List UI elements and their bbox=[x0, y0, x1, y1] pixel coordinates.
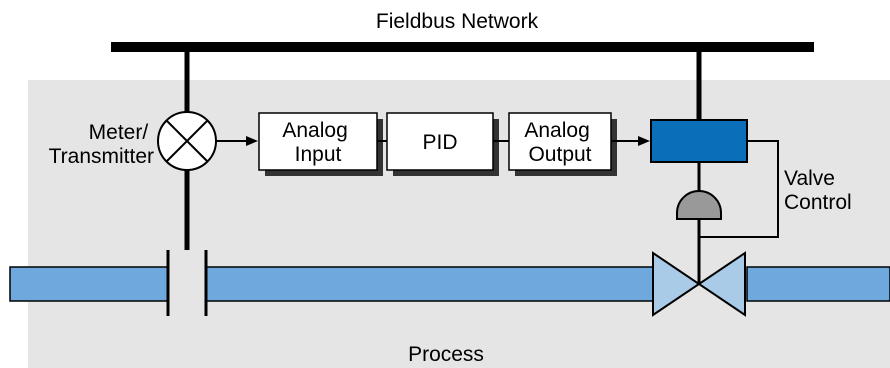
valve-controller bbox=[650, 119, 748, 163]
fieldbus-bus bbox=[111, 42, 814, 52]
pid-label: PID bbox=[422, 131, 457, 154]
network-label: Fieldbus Network bbox=[376, 10, 539, 33]
pipe-right bbox=[746, 266, 890, 302]
valve-body-right bbox=[697, 251, 746, 317]
analog-input-line1: Analog bbox=[282, 119, 347, 142]
valve-control-loop bbox=[699, 140, 779, 238]
process-label: Process bbox=[408, 343, 484, 366]
valve-control-line2: Control bbox=[784, 191, 852, 214]
meter-label-line2: Transmitter bbox=[49, 145, 154, 168]
valve-control-label: Valve Control bbox=[784, 167, 852, 214]
meter-label: Meter/ Transmitter bbox=[49, 121, 154, 168]
valve-body-left bbox=[652, 251, 701, 317]
arrow-meter-to-ai-head bbox=[246, 136, 258, 146]
valve-actuator-icon bbox=[676, 190, 722, 220]
meter-cross-b bbox=[166, 120, 208, 162]
meter-label-line1: Meter/ bbox=[89, 121, 149, 144]
analog-output-line2: Output bbox=[528, 143, 591, 166]
arrow-ao-to-controller-head bbox=[638, 136, 650, 146]
analog-input-line2: Input bbox=[295, 143, 342, 166]
analog-output-label: Analog Output bbox=[524, 119, 595, 166]
analog-output-line1: Analog bbox=[524, 119, 589, 142]
pipe-middle bbox=[205, 266, 654, 302]
analog-input-label: Analog Input bbox=[282, 119, 353, 166]
valve-control-line1: Valve bbox=[784, 167, 835, 190]
pipe-left bbox=[9, 266, 169, 302]
